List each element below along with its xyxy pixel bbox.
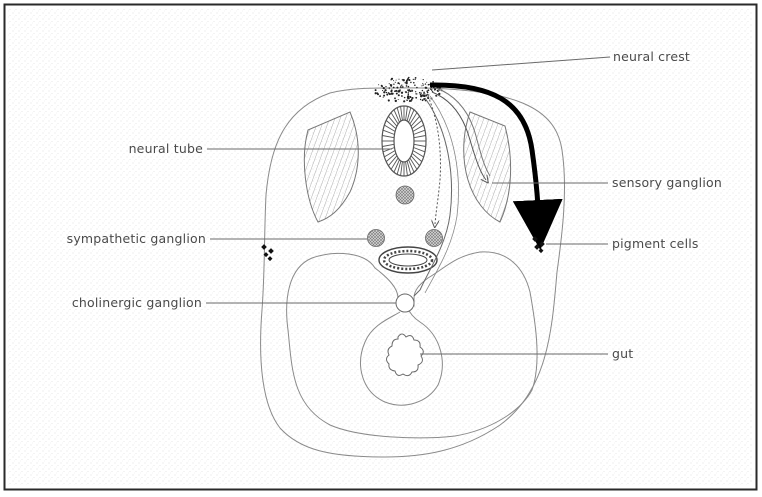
label-sensory-ganglion: sensory ganglion bbox=[612, 175, 722, 190]
notochord-shape bbox=[396, 186, 414, 204]
neural-tube-shape bbox=[382, 106, 426, 176]
label-sympathetic-ganglion: sympathetic ganglion bbox=[67, 231, 206, 246]
label-cholinergic-ganglion: cholinergic ganglion bbox=[72, 295, 202, 310]
dorsal-aorta-shape bbox=[379, 247, 437, 273]
label-neural-crest: neural crest bbox=[613, 49, 690, 64]
label-gut: gut bbox=[612, 346, 633, 361]
sympathetic-ganglion-left bbox=[368, 230, 385, 247]
cholinergic-ganglion-shape bbox=[396, 294, 414, 312]
sympathetic-ganglion-right bbox=[426, 230, 443, 247]
label-neural-tube: neural tube bbox=[129, 141, 204, 156]
label-pigment-cells: pigment cells bbox=[612, 236, 699, 251]
